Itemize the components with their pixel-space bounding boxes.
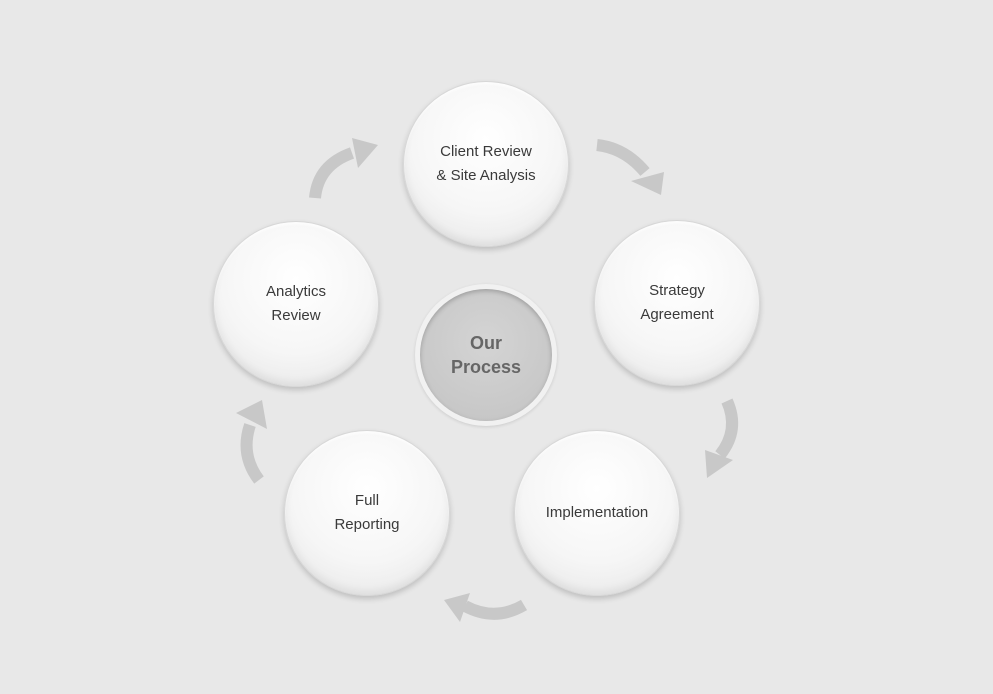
- arrow-reporting-to-analytics-icon: [240, 423, 264, 484]
- step-label-strategy-agreement: Strategy Agreement: [640, 282, 714, 323]
- step-full-reporting: Full Reporting: [284, 430, 450, 596]
- arrowhead-reporting-to-analytics-icon: [236, 400, 267, 429]
- arrow-client-to-strategy-icon: [596, 139, 650, 176]
- step-label-full-reporting: Full Reporting: [334, 492, 400, 533]
- arrowhead-implementation-to-reporting-icon: [444, 593, 470, 622]
- step-client-review: Client Review & Site Analysis: [403, 81, 569, 247]
- arrowhead-client-to-strategy-icon: [631, 172, 664, 195]
- step-label-implementation: Implementation: [545, 504, 649, 521]
- arrowhead-analytics-to-client-icon: [352, 138, 378, 168]
- step-strategy-agreement: Strategy Agreement: [594, 220, 760, 386]
- center-circle: Our Process: [420, 289, 552, 421]
- arrowhead-strategy-to-implementation-icon: [705, 450, 733, 478]
- step-analytics-review: Analytics Review: [213, 221, 379, 387]
- step-implementation: Implementation: [514, 430, 680, 596]
- step-label-client-review: Client Review & Site Analysis: [436, 143, 536, 184]
- arrow-analytics-to-client-icon: [309, 147, 355, 199]
- arrow-implementation-to-reporting-icon: [462, 599, 528, 620]
- step-label-analytics-review: Analytics Review: [265, 283, 327, 324]
- arrow-strategy-to-implementation-icon: [715, 398, 739, 459]
- center-label: Our Process: [450, 333, 522, 377]
